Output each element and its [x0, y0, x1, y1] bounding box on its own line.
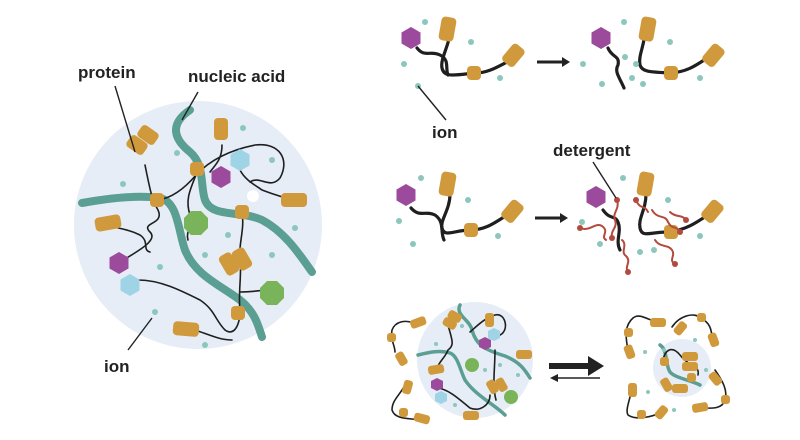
detergent-label: detergent	[553, 141, 631, 160]
condensate-overview: protein nucleic acid ion	[74, 63, 322, 376]
protein-strand	[137, 279, 241, 333]
ion-disruption: ion	[401, 16, 725, 142]
green-polygon	[260, 281, 284, 305]
protein-units	[94, 118, 307, 337]
arrow-icon	[588, 356, 604, 376]
arrow-icon	[562, 57, 570, 67]
nucleic-acid-strand	[78, 192, 266, 341]
forward-arrow	[549, 363, 589, 369]
ion-label: ion	[104, 357, 130, 376]
protein-label: protein	[78, 63, 136, 82]
ions	[120, 125, 298, 348]
nucleic-acid-strand	[172, 106, 316, 276]
protein-strand	[209, 144, 223, 173]
green-polygon	[184, 211, 208, 235]
detergent-disruption: detergent	[396, 141, 724, 275]
arrow-icon	[560, 213, 568, 223]
ion-panel-label: ion	[432, 123, 458, 142]
detergent-molecules	[577, 197, 689, 275]
condensate-dissolution	[387, 302, 730, 425]
nucleic-acid-label: nucleic acid	[188, 67, 285, 86]
protein-strand	[157, 143, 285, 201]
